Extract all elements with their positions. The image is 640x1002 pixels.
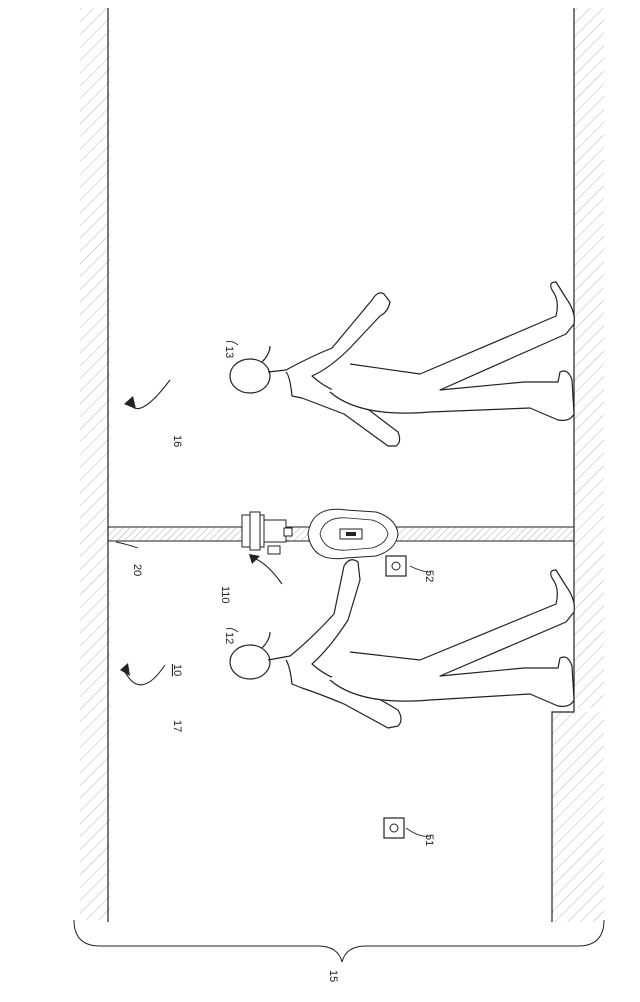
device-110 <box>242 512 292 554</box>
label-room-10: 10 <box>171 664 183 676</box>
label-area-17: 17 <box>171 720 183 732</box>
sensor-51 <box>384 818 404 838</box>
label-person-12: 12 <box>223 632 235 644</box>
overall-brace <box>74 920 604 962</box>
person-13 <box>230 282 574 446</box>
arrow-16 <box>124 380 170 409</box>
label-partition-20: 20 <box>131 564 143 576</box>
person-12 <box>230 560 574 728</box>
label-overall-15: 15 <box>327 970 339 982</box>
leader-lines <box>116 341 430 836</box>
label-area-16: 16 <box>171 435 183 447</box>
label-device-110: 110 <box>219 586 231 604</box>
arrow-17 <box>120 663 165 685</box>
door-handle <box>308 509 398 558</box>
sensor-52 <box>386 556 406 576</box>
label-sensor-52: 52 <box>423 570 435 582</box>
label-person-13: 13 <box>223 346 235 358</box>
floor <box>552 8 604 922</box>
top-wall <box>80 8 110 922</box>
arrow-110 <box>249 554 282 584</box>
label-sensor-51: 51 <box>423 834 435 846</box>
